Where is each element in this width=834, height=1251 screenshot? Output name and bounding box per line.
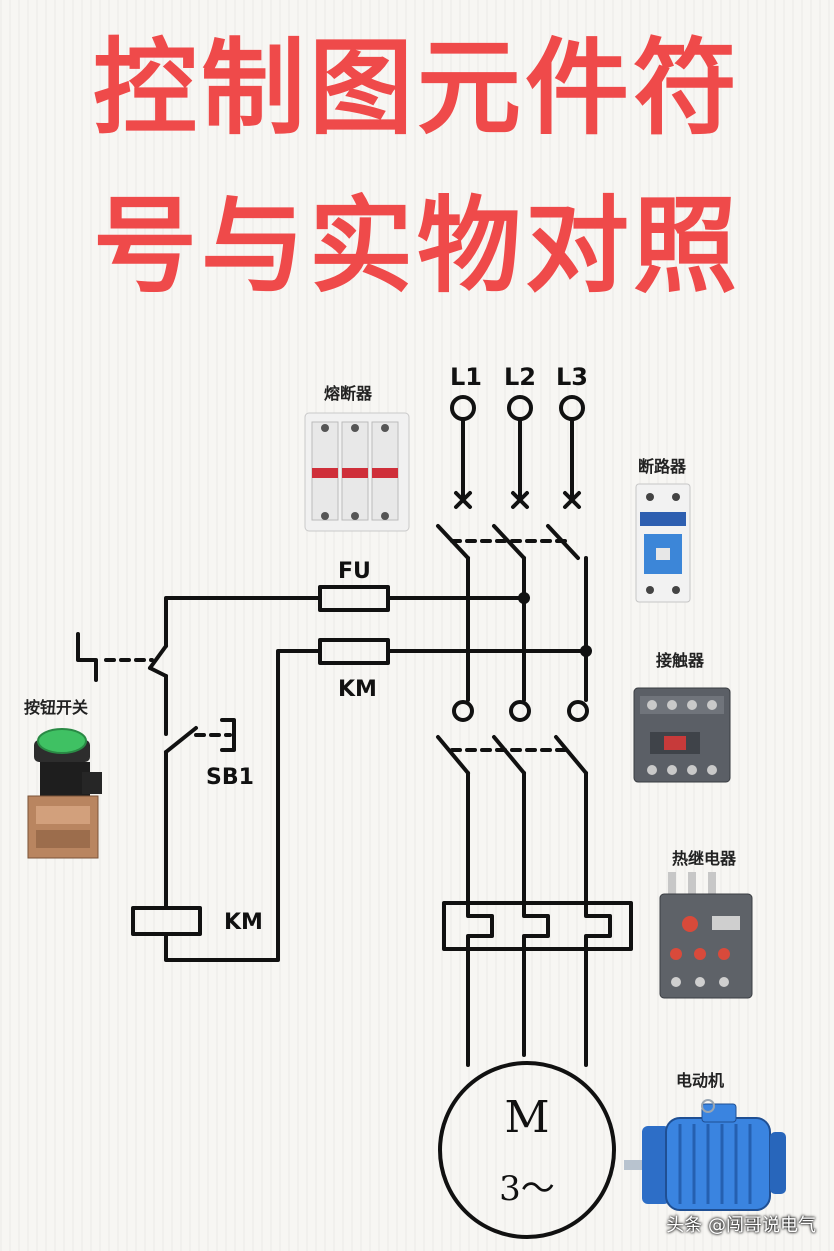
- phase-label-l3: L3: [556, 363, 588, 391]
- push-button-photo: [27, 728, 102, 859]
- button-caption: 按钮开关: [24, 698, 88, 717]
- phase-label-l2: L2: [504, 363, 536, 391]
- fuse-symbol-2: [318, 638, 390, 665]
- contactor-caption: 接触器: [656, 651, 705, 670]
- terminal-l1: [450, 395, 476, 421]
- title-line-1: 控制图元件符: [92, 27, 741, 149]
- km-main-contacts: [436, 735, 588, 775]
- motor-symbol-label: M: [504, 1092, 549, 1143]
- phase-label-l1: L1: [450, 363, 482, 391]
- terminal-l3: [559, 395, 585, 421]
- title-line-2: 号与实物对照: [92, 185, 741, 307]
- motor-caption: 电动机: [676, 1071, 724, 1090]
- km-coil-label: KM: [224, 910, 263, 935]
- junction-dot-1: [518, 592, 530, 604]
- km-coil-symbol: [131, 906, 202, 936]
- thermal-relay-caption: 热继电器: [672, 849, 737, 868]
- watermark: 头条 @闯哥说电气: [666, 1215, 816, 1236]
- fuse-photo: [304, 412, 410, 532]
- motor-spec-label: 3～: [499, 1169, 555, 1209]
- km-terminal-2: [509, 700, 531, 722]
- fuse-symbol-1: [318, 585, 390, 612]
- thermal-relay-symbol: [442, 901, 633, 951]
- motor-symbol: [438, 1061, 616, 1239]
- km-terminal-3: [567, 700, 589, 722]
- motor-photo: [624, 1099, 786, 1211]
- breaker-caption: 断路器: [638, 457, 687, 476]
- thermal-relay-photo: [659, 872, 753, 999]
- km-contact-label: KM: [338, 677, 377, 702]
- breaker-photo: [635, 483, 691, 603]
- sb1-label: SB1: [206, 765, 254, 790]
- junction-dot-2: [580, 645, 592, 657]
- km-terminal-1: [452, 700, 474, 722]
- terminal-l2: [507, 395, 533, 421]
- fu-label: FU: [338, 559, 371, 584]
- stop-button-symbol: [76, 632, 98, 682]
- breaker-x-marks: [454, 491, 581, 509]
- start-button-symbol: [220, 718, 236, 752]
- fuse-caption: 熔断器: [324, 384, 373, 403]
- contactor-photo: [633, 687, 731, 783]
